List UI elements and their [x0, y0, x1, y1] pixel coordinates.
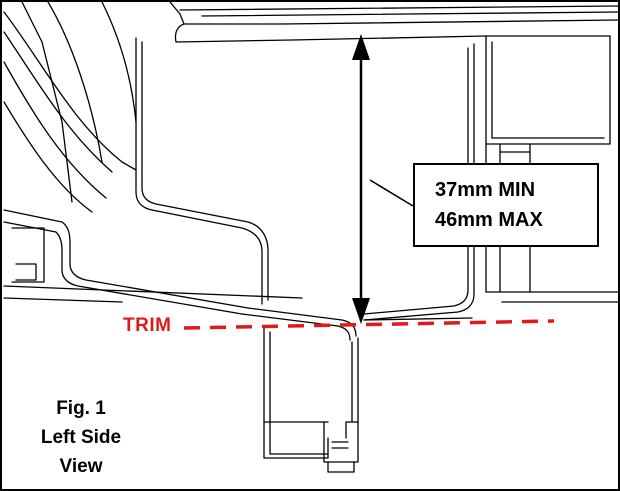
- trim-line: [183, 319, 555, 330]
- dimension-arrow: [352, 34, 414, 324]
- lower-tab: [263, 327, 329, 459]
- left-lower-rail-2: [3, 297, 123, 303]
- left-mount-nut: [15, 263, 37, 281]
- left-panel-rim: [101, 2, 137, 123]
- left-body-lower-2: [3, 221, 243, 315]
- trim-label: TRIM: [123, 315, 172, 336]
- figure-caption: Fig. 1 Left Side View: [16, 394, 146, 481]
- figure-caption-line-2: Left Side: [40, 427, 122, 448]
- lower-connector-tip: [327, 461, 355, 473]
- bracket-face-line: [141, 41, 269, 301]
- figure-caption-line-1: Fig. 1: [56, 398, 106, 419]
- upper-shell-inner-line-2: [201, 11, 618, 17]
- right-block-step: [499, 143, 531, 153]
- bottom-flange-2: [241, 313, 351, 341]
- dimension-max-label: 46mm MAX: [435, 209, 543, 231]
- upper-shell-inner-line: [179, 5, 618, 11]
- left-sweep-inner: [3, 61, 107, 199]
- left-mount-block: [11, 227, 45, 283]
- left-sweep-outer: [3, 11, 137, 171]
- lower-connector: [323, 421, 359, 463]
- lower-connector-detail: [331, 441, 349, 449]
- left-sweep-mid: [3, 31, 113, 173]
- left-body-lower: [3, 209, 249, 309]
- left-panel-edge-2: [47, 2, 103, 163]
- left-sweep-inner-2: [3, 101, 93, 213]
- bracket-wall-left: [135, 37, 263, 305]
- shell-flange: [174, 23, 487, 43]
- bracket-face-line-right: [363, 47, 469, 315]
- right-block-inner: [491, 41, 605, 139]
- left-lower-rail: [3, 285, 303, 299]
- left-panel-edge: [21, 2, 73, 203]
- flange-right: [363, 317, 473, 321]
- dimension-callout-box: 37mm MIN 46mm MAX: [413, 163, 599, 247]
- figure-caption-line-3: View: [59, 456, 103, 477]
- right-block: [485, 35, 611, 145]
- bracket-wall-right: [363, 43, 475, 321]
- lower-tab-inner: [269, 331, 329, 455]
- dimension-min-label: 37mm MIN: [435, 179, 536, 201]
